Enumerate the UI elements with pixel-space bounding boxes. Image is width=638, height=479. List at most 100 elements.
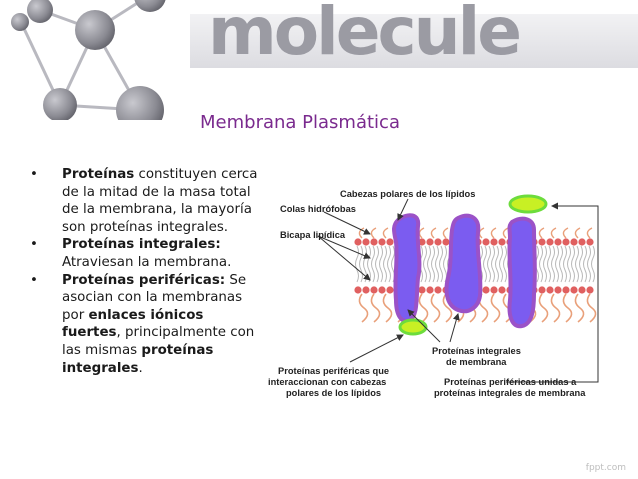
lipid-squiggle [586,227,593,239]
label-peripheral-left-1: Proteínas periféricas que [278,366,389,376]
lipid-head [586,238,594,246]
peripheral-proteins [398,194,548,336]
label-heads: Cabezas polares de los lípidos [340,189,475,199]
lipid-tail [427,245,431,283]
lipid-head [482,286,490,294]
lipid-squiggle [562,227,569,239]
lipid-head [538,286,546,294]
lipid-squiggle [358,227,365,239]
lipid-tail [587,245,591,283]
lipid-head [434,238,442,246]
lipid-squiggle [490,227,497,239]
slide-title: Membrana Plasmática [200,112,400,133]
lipid-tail [563,245,567,283]
lipid-tail [579,245,583,283]
bullet-bold-text: Proteínas periféricas: [62,272,226,288]
integral-protein-3 [507,216,537,329]
lipid-head [386,238,394,246]
lipid-tail [359,245,363,283]
lipid-head [554,286,562,294]
lipid-head [482,238,490,246]
bullet-item: Proteínas constituyen cerca de la mitad … [28,166,264,236]
lipid-head [426,238,434,246]
lipid-head [562,286,570,294]
bullet-bold-text: Proteínas integrales: [62,237,221,253]
lipid-head [586,286,594,294]
label-peripheral-right-2: proteínas integrales de membrana [434,388,586,398]
bullet-text: Se asocian con la membranas por [62,272,247,323]
lipid-tail [503,245,507,283]
lipid-head [354,286,362,294]
lipid-head [362,286,370,294]
lipid-squiggle [442,227,449,239]
label-peripheral-right-1: Proteínas periféricas unidas a [444,377,577,387]
bullet-text: , principalmente con las mismas [62,325,255,358]
lipid-tail [547,245,551,283]
lipid-head [370,238,378,246]
lipid-tail [387,245,391,283]
lipid-head [370,286,378,294]
banner-title: molecule [208,0,522,70]
lipid-tail [555,245,559,283]
lipid-head [418,238,426,246]
integral-protein-1 [392,213,422,323]
lipid-tail [575,245,579,283]
lipid-tail [567,245,571,283]
bullet-list: Proteínas constituyen cerca de la mitad … [28,166,264,377]
lipid-tail [543,245,547,283]
bullet-text: Atraviesan la membrana. [62,254,232,270]
bullet-text: constituyen cerca de la mitad de la masa… [62,167,258,235]
lipid-head [570,286,578,294]
lipid-squiggle [586,293,597,323]
lipid-squiggle [562,293,573,323]
lipid-head [546,238,554,246]
lipid-squiggle [370,293,381,323]
bullet-text: . [138,360,143,376]
footer-credit: fppt.com [585,463,626,473]
lipid-squiggle [502,227,509,239]
bullet-bold-text: proteínas integrales [62,342,214,376]
lipid-head [498,286,506,294]
lipid-head [418,286,426,294]
lipid-head [578,238,586,246]
lipid-squiggle [382,227,389,239]
lipid-head [442,238,450,246]
lipid-head [538,238,546,246]
lipid-squiggle [550,227,557,239]
lipid-head [378,238,386,246]
lipid-tail [571,245,575,283]
lipid-head [362,238,370,246]
lipid-squiggle [550,293,561,323]
lipid-head [578,286,586,294]
lipid-squiggle [442,293,453,323]
lipid-tail [371,245,375,283]
lipid-squiggle [382,293,393,323]
lipid-tail [483,245,487,283]
lipid-squiggle [574,227,581,239]
lipid-head [546,286,554,294]
membrane-diagram: Cabezas polares de los lípidos Colas hid… [268,189,599,398]
label-bilayer: Bicapa lipídica [280,230,346,240]
molecule-graphic [0,0,638,134]
peripheral-protein-left [398,318,428,336]
label-integral-2: de membrana [446,357,507,367]
lipid-tail [487,245,491,283]
label-integral-1: Proteínas integrales [432,346,521,356]
lipid-tail [355,245,359,283]
integral-protein-2 [444,213,483,314]
lipid-head [562,238,570,246]
lipid-tail [383,245,387,283]
lipid-head [490,286,498,294]
lipid-tail [435,245,439,283]
label-peripheral-left-3: polares de los lípidos [286,388,381,398]
lipid-squiggle [418,293,429,323]
lipid-tail [431,245,435,283]
lipid-head [570,238,578,246]
lipid-tail [499,245,503,283]
lipid-tail [551,245,555,283]
peripheral-protein-top [508,194,548,214]
label-tails: Colas hidrófobas [280,204,356,214]
lipid-tail [539,245,543,283]
lipid-tail [495,245,499,283]
lipid-head [386,286,394,294]
